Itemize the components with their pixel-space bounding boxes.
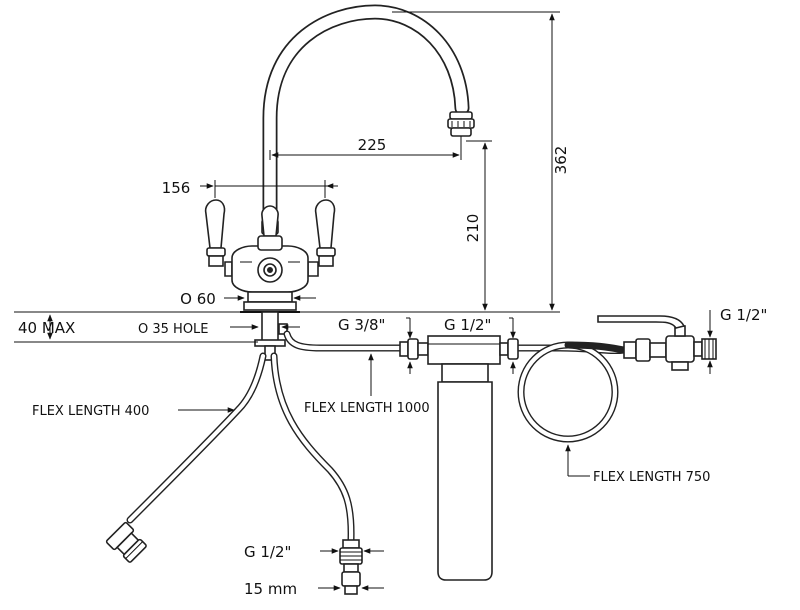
coiled-hose [517,341,628,443]
clearance-label: 210 [464,214,482,243]
left-hose-fitting [105,521,147,563]
flex-400-label: FLEX LENGTH 400 [32,404,149,419]
tap-assembly [204,4,475,361]
dimension-deck: 40 MAX [14,311,258,343]
callout-flex-1000: FLEX LENGTH 1000 [304,353,430,416]
spout-reach-label: 225 [358,136,387,154]
left-lever-handle [204,199,233,277]
bottom-thread-label: G 1/2" [244,543,291,561]
filter-outlet-label: G 1/2" [444,316,491,334]
callout-tail-diameter: 15 mm [244,580,384,598]
callout-flex-400: FLEX LENGTH 400 [32,404,235,419]
dimension-362: 362 [300,11,570,313]
water-filter [399,335,519,581]
filter-inlet-label: G 3/8" [338,316,385,334]
dimension-225: 225 [269,136,462,160]
callout-filter-outlet: G 1/2" [444,316,516,374]
right-lever-handle [307,199,336,277]
callout-bottom-thread: G 1/2" [244,543,384,561]
centre-filter-handle [261,205,279,237]
tap-body [231,235,309,293]
flex-1000-label: FLEX LENGTH 1000 [304,401,430,416]
isolation-valve [597,315,717,371]
tap-base [240,291,300,313]
callout-flex-750: FLEX LENGTH 750 [565,444,710,485]
valve-thread-label: G 1/2" [720,306,767,324]
tail-diameter-label: 15 mm [244,580,297,598]
flex-750-label: FLEX LENGTH 750 [593,470,710,485]
callout-filter-inlet: G 3/8" [338,316,413,374]
deck-hole-label: O 35 HOLE [138,322,209,337]
shank [254,311,288,361]
aerator-nozzle [447,111,475,145]
deck-thickness-label: 40 MAX [18,319,75,337]
dimension-156: 156 [162,179,338,198]
dimension-210: 210 [464,140,492,311]
handle-span-label: 156 [162,179,191,197]
base-diameter-label: O 60 [180,290,216,308]
dimension-hole: O 35 HOLE [138,322,300,337]
callout-valve-thread: G 1/2" [707,306,767,374]
total-height-label: 362 [552,146,570,175]
dimension-base: O 60 [180,290,316,308]
bottom-hose-fitting [339,539,363,595]
